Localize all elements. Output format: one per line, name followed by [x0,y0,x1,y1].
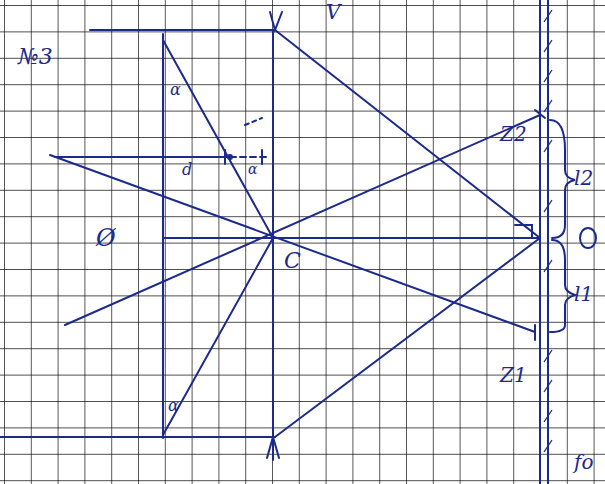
sketch-label: №3 [18,46,53,68]
sketch-label: fo [574,452,593,472]
sketch-label: Z1 [500,365,527,385]
sketch-label: l1 [574,284,593,304]
sketch-label: α [248,162,257,176]
sketch-label: l2 [574,168,593,188]
sketch-label: α [168,398,179,414]
sketch-label: d [182,162,192,178]
sketch-label: Ø [96,226,116,250]
sketch-label: V [326,2,340,22]
sketch-label: α [170,82,181,98]
sketch-label: C [284,250,301,272]
sketch-label: Z2 [500,124,527,144]
